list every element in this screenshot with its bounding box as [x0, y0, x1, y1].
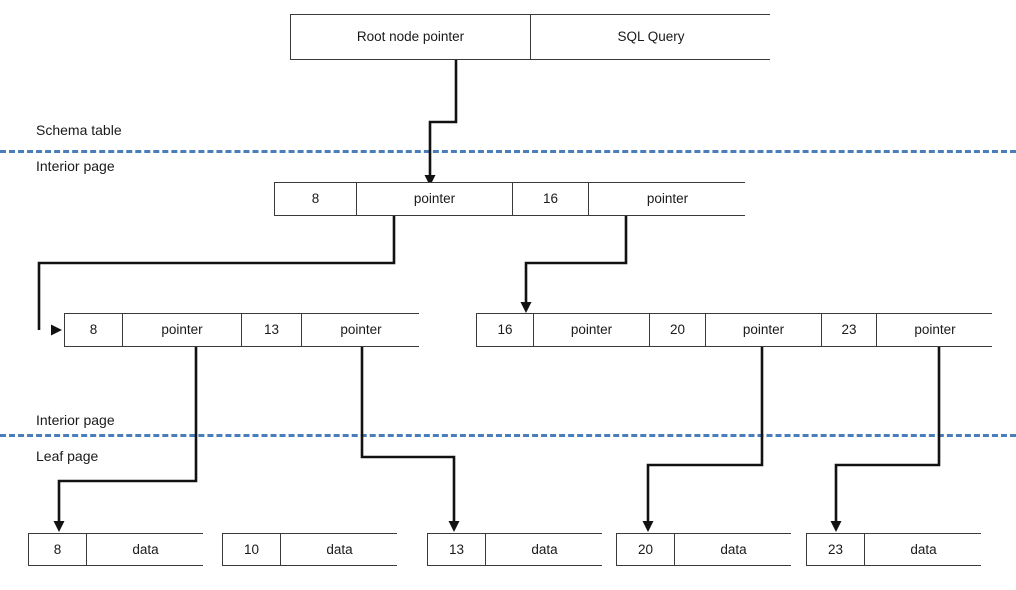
- leaf-node-23-cell-key-0: 23: [807, 534, 865, 565]
- leaf-node-13-cell-key-0: 13: [428, 534, 486, 565]
- wire-right-node-to-leaf-23: [830, 347, 941, 532]
- leaf-node-20-cell-key-0: 20: [617, 534, 675, 565]
- leaf-node-10-cell-key-0: 10: [223, 534, 281, 565]
- wire-interior-to-left-child-arrowhead-icon: [51, 324, 62, 336]
- root-node-cell-pointer-0: Root node pointer: [291, 15, 531, 59]
- interior-node-right-cell-pointer-3: pointer: [706, 314, 822, 346]
- wire-right-node-to-leaf-20-arrowhead-icon: [642, 521, 654, 532]
- leaf-node-10-cell-data-1: data: [281, 534, 398, 565]
- divider-schema-interior: [0, 150, 1016, 153]
- divider-interior-leaf: [0, 434, 1016, 437]
- interior-node-root-cell-pointer-1: pointer: [357, 183, 513, 215]
- interior-node-right-cell-pointer-5: pointer: [877, 314, 993, 346]
- wire-left-node-to-leaf-13-arrowhead-icon: [448, 521, 460, 532]
- zone-label-interior-page-bottom: Interior page: [36, 412, 115, 428]
- interior-node-root-cell-pointer-3: pointer: [589, 183, 746, 215]
- interior-node-root-cell-key-2: 16: [513, 183, 589, 215]
- wire-left-node-to-leaf-13: [360, 347, 460, 532]
- wire-left-node-to-leaf-8-arrowhead-icon: [53, 521, 65, 532]
- interior-node-right-cell-key-0: 16: [477, 314, 534, 346]
- zone-label-interior-page-top: Interior page: [36, 158, 115, 174]
- wire-interior-to-right-child-arrowhead-icon: [520, 302, 532, 313]
- zone-label-schema-table: Schema table: [36, 122, 122, 138]
- wire-right-node-to-leaf-20: [642, 347, 764, 532]
- wire-left-node-to-leaf-8: [53, 347, 198, 532]
- interior-node-right-cell-key-2: 20: [650, 314, 706, 346]
- zone-label-leaf-page: Leaf page: [36, 448, 99, 464]
- interior-node-root-cell-key-0: 8: [275, 183, 357, 215]
- interior-node-left-cell-pointer-1: pointer: [123, 314, 242, 346]
- leaf-node-8-cell-key-0: 8: [29, 534, 87, 565]
- leaf-node-20-cell-data-1: data: [675, 534, 792, 565]
- interior-node-left-cell-key-0: 8: [65, 314, 123, 346]
- leaf-node-23-cell-data-1: data: [865, 534, 982, 565]
- leaf-node-13-cell-data-1: data: [486, 534, 603, 565]
- wire-root-to-interior: [424, 60, 458, 186]
- root-node-cell-key-1: SQL Query: [531, 15, 771, 59]
- wire-interior-to-right-child: [520, 216, 628, 313]
- leaf-node-8-cell-data-1: data: [87, 534, 204, 565]
- interior-node-right-cell-pointer-1: pointer: [534, 314, 650, 346]
- interior-node-left-cell-key-2: 13: [242, 314, 302, 346]
- interior-node-left-cell-pointer-3: pointer: [302, 314, 420, 346]
- interior-node-right-cell-key-4: 23: [822, 314, 877, 346]
- wire-right-node-to-leaf-23-arrowhead-icon: [830, 521, 842, 532]
